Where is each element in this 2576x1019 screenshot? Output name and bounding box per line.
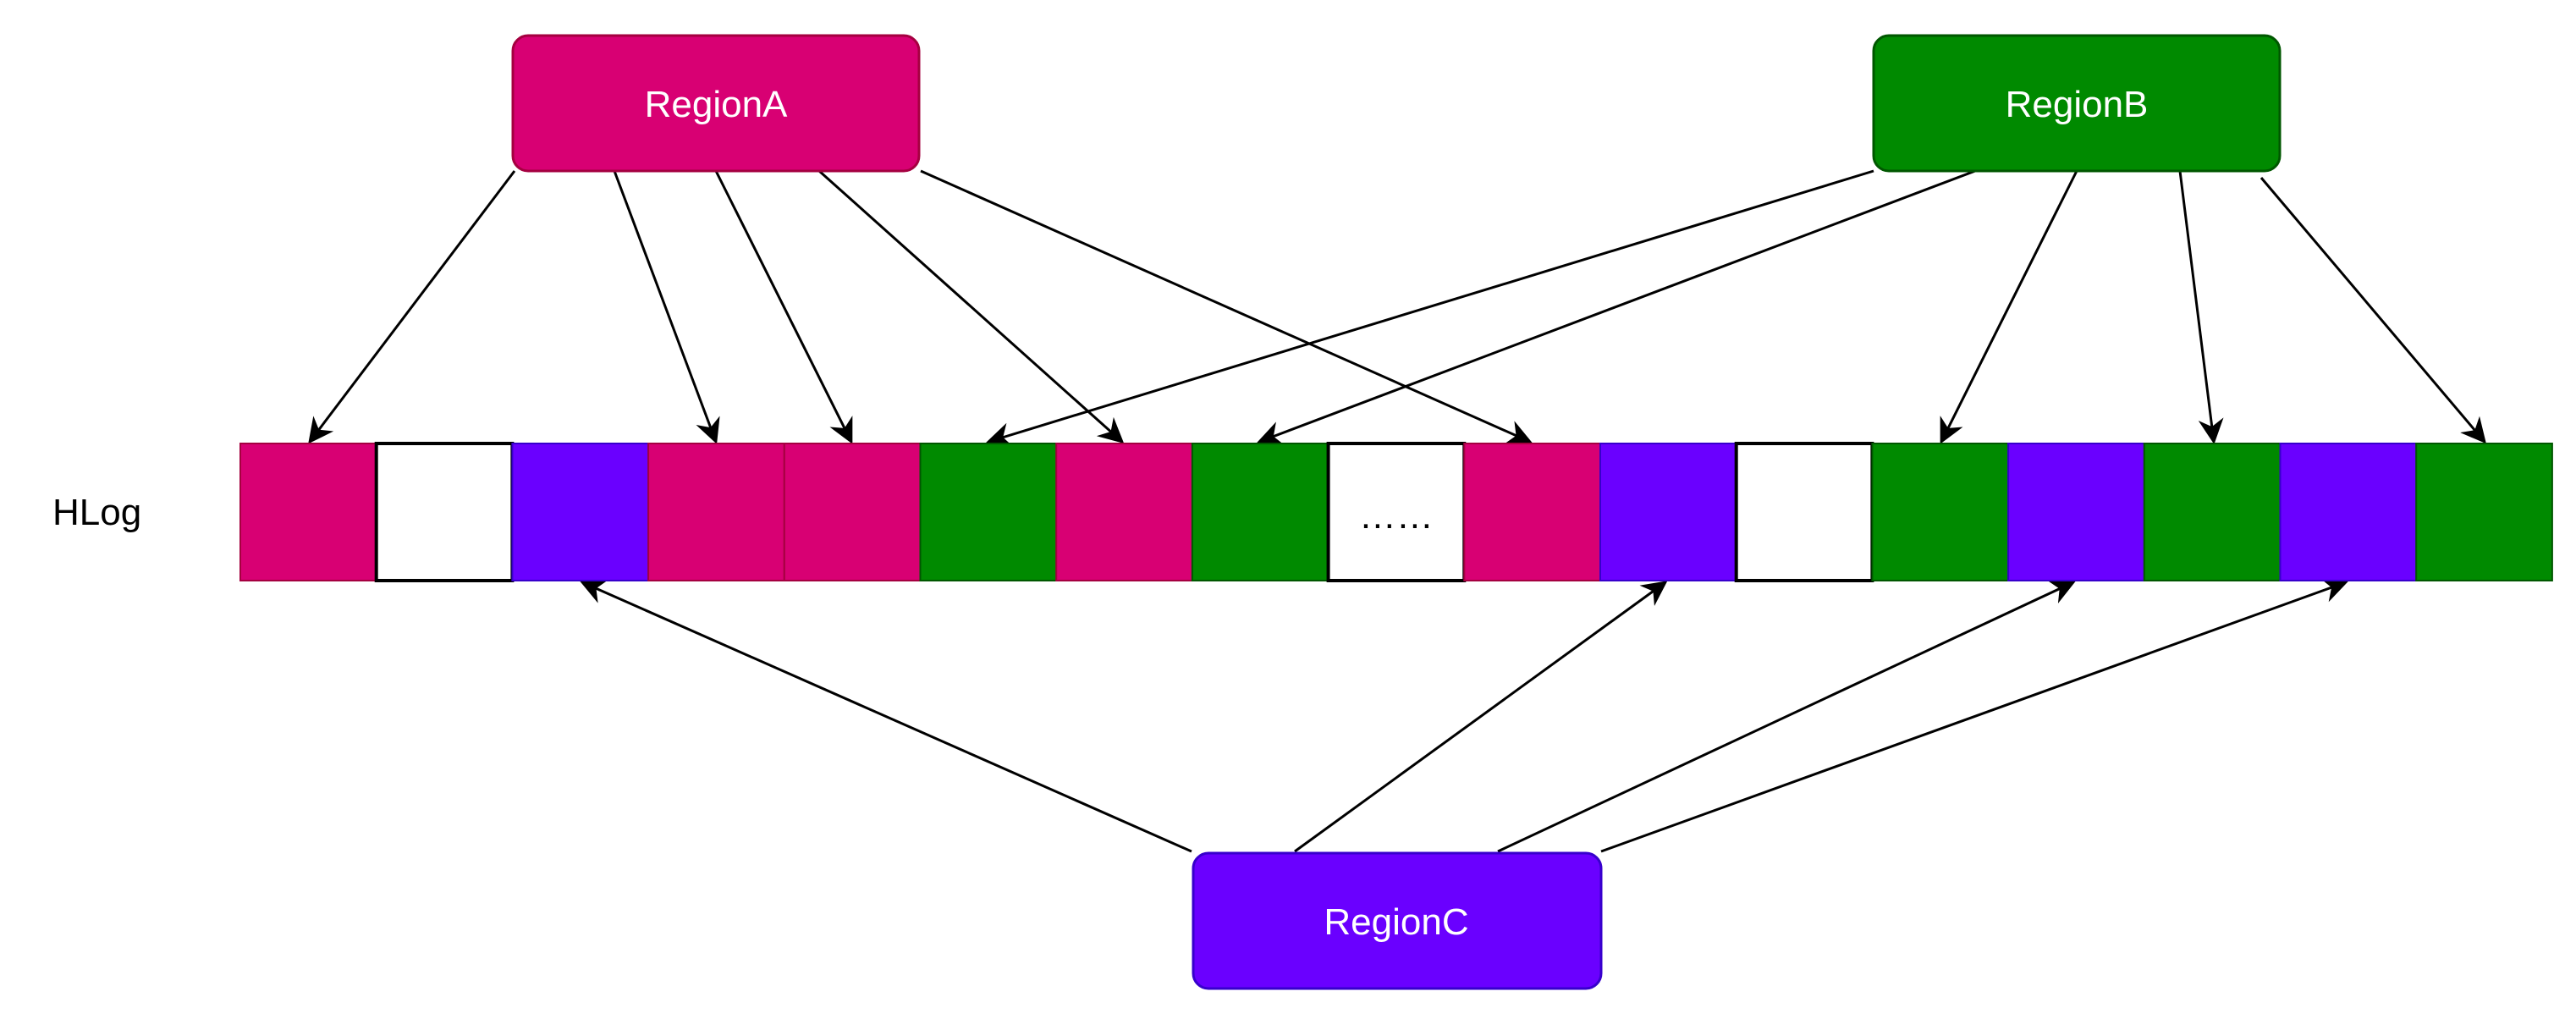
arrow-regiona-to-cell-1 xyxy=(308,170,516,444)
arrow-regionb-to-cell-13 xyxy=(1940,170,2078,444)
hlog-cell xyxy=(1599,443,1737,581)
arrow-regionb-to-cell-17 xyxy=(2260,177,2486,444)
arrow-regionc-to-cell-14 xyxy=(1497,580,2076,853)
arrow-regionb-to-cell-6 xyxy=(986,169,1874,448)
hlog-label: HLog xyxy=(52,492,141,533)
region-c-label: RegionC xyxy=(1324,901,1468,943)
hlog-cell xyxy=(2415,443,2553,581)
hlog-cell xyxy=(374,442,515,582)
region-b-box: RegionB xyxy=(1872,34,2282,173)
arrow-regiona-to-cell-4 xyxy=(613,170,720,444)
hlog-strip: …… xyxy=(239,442,2553,582)
arrow-regiona-to-cell-7 xyxy=(818,169,1125,443)
hlog-cell xyxy=(1463,443,1602,581)
arrow-regionc-to-cell-16 xyxy=(1600,578,2348,853)
arrow-regiona-to-cell-5 xyxy=(714,170,853,444)
region-b-label: RegionB xyxy=(2006,84,2149,125)
arrow-regionc-to-cell-3 xyxy=(580,580,1192,853)
arrow-regionb-to-cell-15 xyxy=(2178,170,2224,444)
arrows-layer xyxy=(308,169,2486,853)
hlog-cell xyxy=(2279,443,2418,581)
region-a-box: RegionA xyxy=(511,34,921,173)
region-a-label: RegionA xyxy=(645,84,788,125)
hlog-cell xyxy=(647,443,785,581)
arrow-regiona-to-cell-10 xyxy=(920,169,1533,444)
hlog-cell xyxy=(1191,443,1329,581)
hlog-cell xyxy=(2143,443,2282,581)
hlog-cell xyxy=(783,443,922,581)
arrow-regionc-to-cell-11 xyxy=(1294,581,1668,853)
hlog-cell-ellipsis: …… xyxy=(1359,495,1434,537)
hlog-cell xyxy=(239,443,377,581)
arrow-regionb-to-cell-8 xyxy=(1257,169,1976,446)
hlog-cell xyxy=(511,443,650,581)
region-c-box: RegionC xyxy=(1192,851,1603,990)
hlog-cell xyxy=(1734,442,1874,582)
hlog-cell xyxy=(1871,443,2010,581)
hlog-cell xyxy=(2007,443,2145,581)
hlog-cell xyxy=(1055,443,1193,581)
hlog-cell xyxy=(919,443,1058,581)
